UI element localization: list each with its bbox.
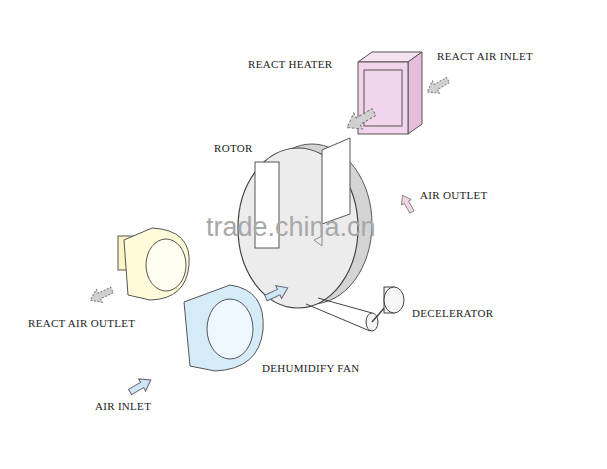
react-heater-box [358,52,422,134]
part-label: AIR INLET [95,400,151,412]
part-label: REACT AIR INLET [437,50,533,62]
part-label: DEHUMIDIFY FAN [262,362,359,374]
react-outlet-blower [118,228,189,300]
part-label: DECELERATOR [412,307,493,319]
airflow-arrows [87,74,451,398]
part-label: AIR OUTLET [420,189,487,201]
part-label: REACT HEATER [248,58,332,70]
watermark: trade.china.cn [206,212,376,243]
part-label: REACT AIR OUTLET [28,317,135,329]
dehumidify-fan [184,285,263,371]
decelerator-drive [306,287,404,331]
part-label: ROTOR [214,142,253,154]
